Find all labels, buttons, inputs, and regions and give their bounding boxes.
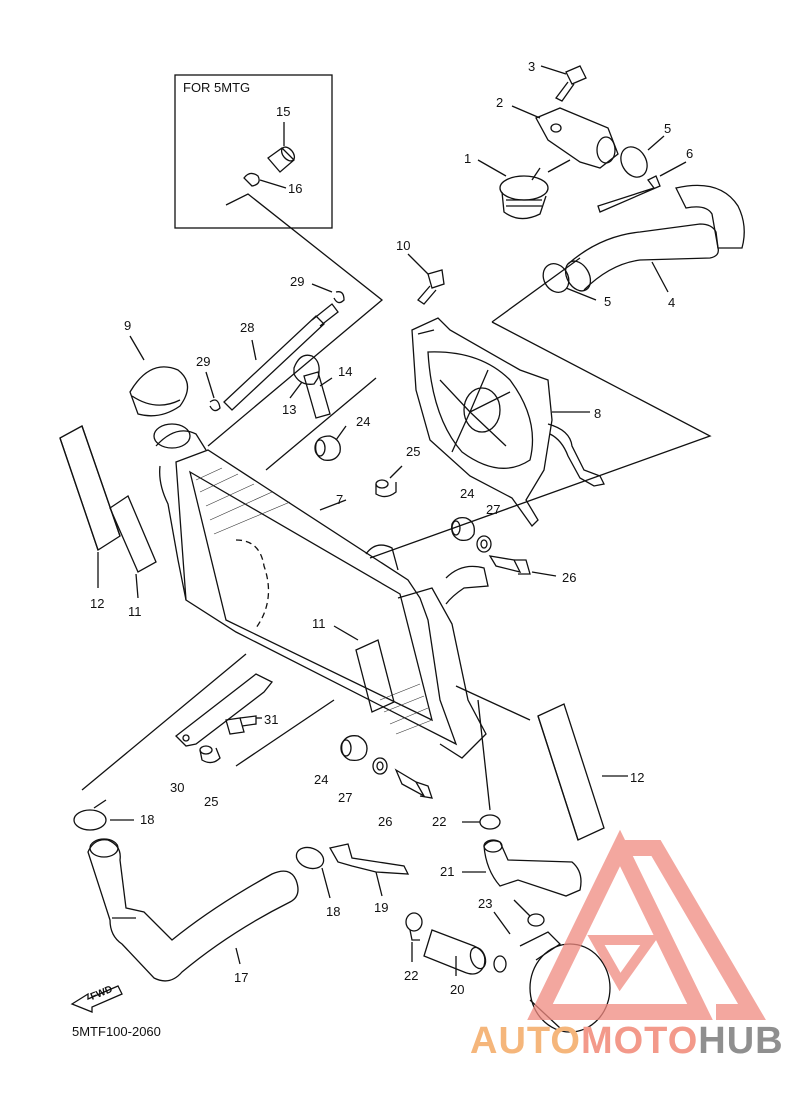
part-29-clip-upper [333, 291, 345, 304]
part-31-bolt [225, 715, 257, 735]
radiator-core-hatch [195, 467, 433, 735]
diagram-code: 5MTF100-2060 [72, 1024, 161, 1039]
part-13-damper [293, 354, 320, 385]
callout-label: 17 [234, 970, 248, 985]
part-26-bolt-a [488, 555, 531, 575]
callout-label: 7 [336, 492, 343, 507]
callout-label: 8 [594, 406, 601, 421]
part-27-washer-a [476, 535, 492, 553]
part-14-bracket [303, 371, 331, 419]
part-23-clamp-b [493, 955, 507, 973]
part-18-clamp-right [295, 846, 325, 870]
callout-label: 14 [338, 364, 352, 379]
callout-label: 28 [240, 320, 254, 335]
inset-label: FOR 5MTG [183, 80, 251, 95]
part-1-thermostat [499, 167, 549, 220]
watermark-part-c: HUB [698, 1020, 784, 1062]
callout-label: 16 [288, 181, 302, 196]
part-2-thermostat-cover [535, 107, 619, 169]
callout-label: 1 [464, 151, 471, 166]
callout-label: 11 [128, 604, 142, 619]
callout-label: 11 [312, 616, 326, 631]
watermark-part-b: MOTO [580, 1020, 699, 1062]
inset-box [174, 74, 333, 229]
part-24-grommet-b [451, 516, 475, 542]
part-19-bracket [328, 843, 410, 875]
callout-label: 6 [686, 146, 693, 161]
callout-label: 3 [528, 59, 535, 74]
part-8-fan [411, 317, 605, 528]
callout-label: 25 [204, 794, 218, 809]
callout-label: 27 [486, 502, 500, 517]
callout-label: 18 [326, 904, 340, 919]
callout-label: 25 [406, 444, 420, 459]
fwd-arrow-icon: FWD [70, 984, 123, 1013]
part-25-collar-a [375, 479, 397, 498]
part-5-clamp-upper [620, 146, 648, 178]
callout-label: 20 [450, 982, 464, 997]
part-24-grommet-c [340, 735, 368, 762]
part-5-clamp-lower [542, 263, 570, 293]
watermark-part-a: AUTO [470, 1020, 581, 1062]
callout-label: 26 [562, 570, 576, 585]
part-4-hose [564, 184, 745, 292]
callout-label: 29 [290, 274, 304, 289]
part-18-clamp-left [73, 799, 107, 831]
callout-label: 15 [276, 104, 290, 119]
callout-label: 2 [496, 95, 503, 110]
part-11-pad-left [109, 495, 157, 573]
callout-label: 18 [140, 812, 154, 827]
part-17-hose [87, 838, 299, 982]
part-30-stay [175, 673, 274, 747]
callout-label: 30 [170, 780, 184, 795]
part-6-bracket [597, 175, 661, 213]
callout-label: 27 [338, 790, 352, 805]
callout-label: 31 [264, 712, 278, 727]
callout-label: 24 [314, 772, 328, 787]
watermark-logo [527, 829, 766, 1020]
part-29-clip-lower [209, 399, 221, 412]
part-3-bolt [555, 65, 587, 102]
part-16-clamp [243, 172, 260, 187]
callout-label: 21 [440, 864, 454, 879]
part-7-radiator [153, 423, 489, 759]
watermark-text: AUTOMOTOHUB [470, 1020, 784, 1063]
callout-label: 5 [604, 294, 611, 309]
part-12-pad-right [537, 703, 605, 841]
part-28-rod [223, 303, 339, 411]
part-12-pad-left [59, 425, 121, 551]
part-22-clamp-lower [405, 912, 423, 941]
part-11-pad-center [355, 639, 395, 713]
callout-label: 24 [356, 414, 370, 429]
part-15-hose [267, 146, 296, 173]
part-9-radiator-cap [129, 366, 189, 417]
part-21-pipe [483, 839, 582, 897]
callout-label: 22 [432, 814, 446, 829]
part-22-clamp-upper [479, 814, 501, 830]
part-25-collar-b [199, 745, 221, 764]
part-24-grommet-a [314, 435, 341, 461]
callout-label: 13 [282, 402, 296, 417]
callout-label: 24 [460, 486, 474, 501]
callout-label: 10 [396, 238, 410, 253]
part-20-hose [423, 929, 487, 975]
callout-label: 9 [124, 318, 131, 333]
callout-label: 22 [404, 968, 418, 983]
part-10-bolt [417, 269, 445, 305]
fwd-arrow: FWD [70, 980, 124, 1019]
callout-label: 23 [478, 896, 492, 911]
part-27-washer-b [372, 757, 388, 775]
callout-label: 5 [664, 121, 671, 136]
part-26-bolt-b [394, 768, 433, 799]
callout-label: 29 [196, 354, 210, 369]
part-23-clamp-a [527, 913, 545, 927]
callout-label: 4 [668, 295, 675, 310]
callout-label: 19 [374, 900, 388, 915]
callout-label: 26 [378, 814, 392, 829]
callout-label: 12 [630, 770, 644, 785]
callout-labels: 1 2 3 4 5 5 6 7 8 9 10 11 11 12 12 13 14… [90, 59, 693, 997]
callout-label: 12 [90, 596, 104, 611]
